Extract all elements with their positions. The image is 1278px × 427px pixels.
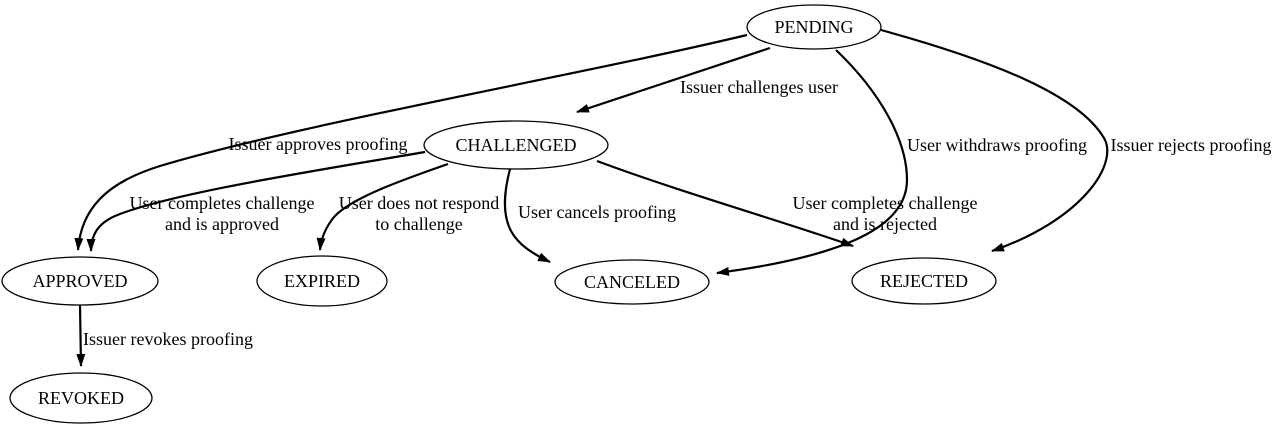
edge-label-pending-canceled: User withdraws proofing [907,135,1087,155]
edge-pending-approved: Issuer approves proofing [74,33,748,251]
edge-line-challenged-approved [86,150,426,252]
node-approved: APPROVED [1,256,159,306]
edge-label-challenged-canceled: User cancels proofing [518,202,676,222]
node-ellipse-expired [256,255,388,307]
edge-challenged-canceled: User cancels proofing [503,168,676,263]
edge-line-approved-revoked [76,304,86,367]
edge-line-pending-challenged [576,46,771,114]
node-ellipse-canceled [554,259,710,305]
edge-pending-canceled: User withdraws proofing [716,49,1087,276]
edge-line-challenged-rejected [596,159,854,248]
edge-approved-revoked: Issuer revokes proofing [76,304,253,367]
edge-line-challenged-expired [316,162,449,251]
node-challenged: CHALLENGED [423,120,609,170]
edge-pending-challenged: Issuer challenges user [576,46,838,114]
node-revoked: REVOKED [9,372,153,424]
edge-label-pending-challenged: Issuer challenges user [680,77,838,97]
node-label-rejected: REJECTED [880,271,968,291]
node-ellipse-pending [746,4,882,50]
edge-pending-rejected: Issuer rejects proofing [880,28,1272,253]
node-pending: PENDING [746,4,882,50]
node-expired: EXPIRED [256,255,388,307]
edge-line-pending-approved [74,33,748,251]
edge-line-pending-rejected [880,28,1109,253]
node-rejected: REJECTED [851,257,997,305]
edge-label-pending-rejected: Issuer rejects proofing [1111,135,1272,155]
edge-label-approved-revoked: Issuer revokes proofing [83,329,253,349]
node-label-canceled: CANCELED [584,272,680,292]
node-label-revoked: REVOKED [38,388,124,408]
node-ellipse-approved [1,256,159,306]
node-ellipse-revoked [9,372,153,424]
edge-line-challenged-canceled [503,168,551,263]
edge-line-pending-canceled [716,49,909,276]
node-canceled: CANCELED [554,259,710,305]
edge-label-pending-approved: Issuer approves proofing [229,134,408,154]
node-label-expired: EXPIRED [284,271,360,291]
node-ellipse-rejected [851,257,997,305]
node-label-pending: PENDING [775,17,854,37]
node-label-challenged: CHALLENGED [456,135,577,155]
node-label-approved: APPROVED [32,271,127,291]
node-ellipse-challenged [423,120,609,170]
